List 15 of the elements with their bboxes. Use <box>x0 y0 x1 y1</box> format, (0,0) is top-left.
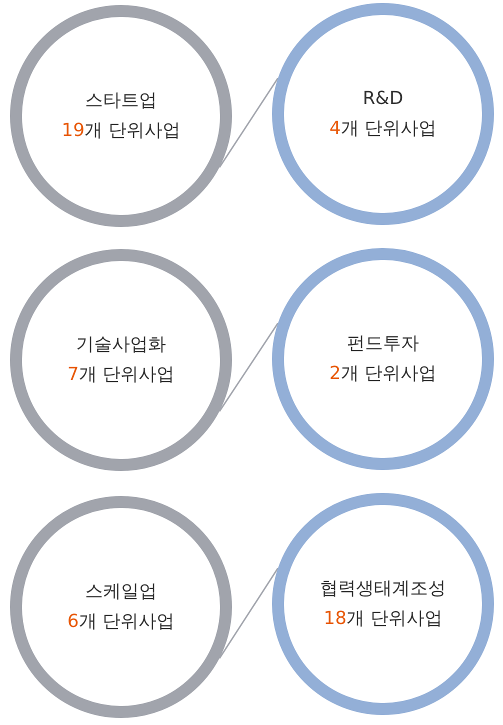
count-text: 19개 단위사업 <box>62 119 180 143</box>
category-title: 스타트업 <box>85 89 157 113</box>
connector-line <box>218 322 279 412</box>
category-title: 펀드투자 <box>347 332 419 356</box>
count-text: 4개 단위사업 <box>329 117 437 141</box>
count-text: 7개 단위사업 <box>67 363 175 387</box>
connector-line <box>218 568 279 659</box>
category-title: 기술사업화 <box>76 333 166 357</box>
category-title: 스케일업 <box>85 580 157 604</box>
category-title: 협력생태계조성 <box>320 577 446 601</box>
connector-line <box>218 78 279 168</box>
category-title: R&D <box>362 87 404 111</box>
count-text: 18개 단위사업 <box>324 607 442 631</box>
count-text: 6개 단위사업 <box>67 610 175 634</box>
count-text: 2개 단위사업 <box>329 362 437 386</box>
